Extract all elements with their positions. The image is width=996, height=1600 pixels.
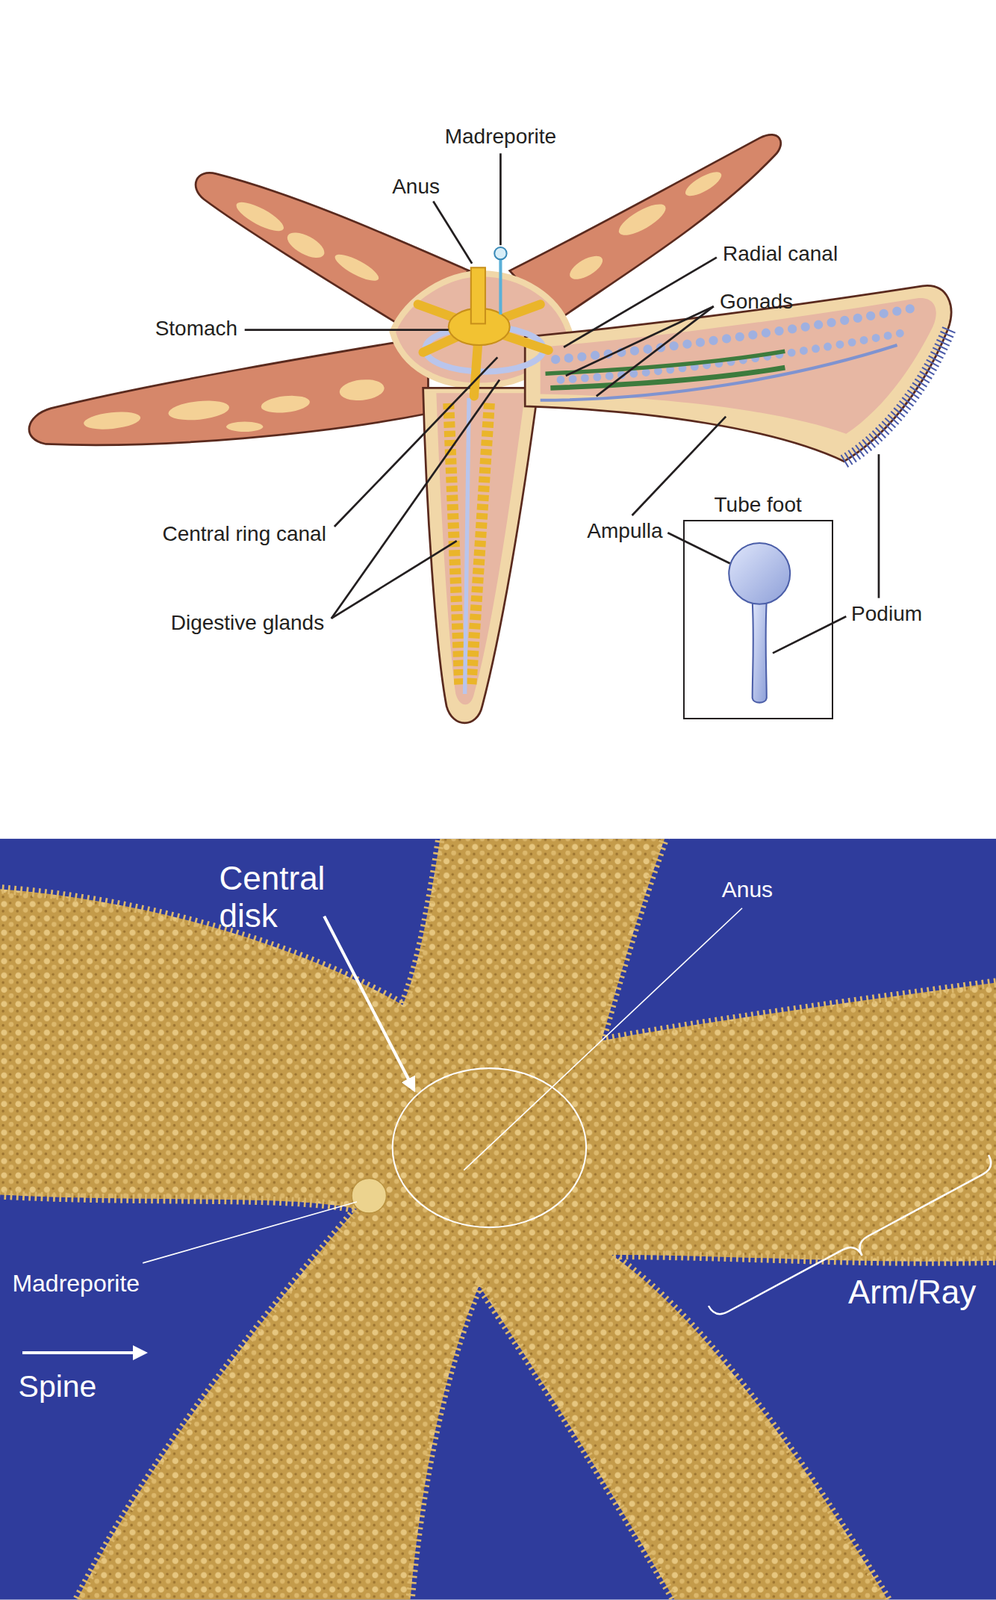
arm-interior (540, 297, 937, 434)
anus-tube (471, 267, 486, 324)
part-label: Spine (18, 1368, 98, 1404)
podium-drawing (752, 599, 767, 702)
part-label: Radial canal (722, 241, 838, 266)
part-label: Central disk (219, 859, 351, 935)
part-label: Anus (721, 875, 773, 902)
inset-title: Tube foot (714, 492, 802, 517)
madreporite-canal (498, 257, 502, 315)
leader-line (244, 153, 879, 653)
arm-interior (436, 392, 525, 705)
central-disk-ring (392, 1067, 587, 1227)
part-label: Central ring canal (162, 521, 326, 546)
madreporite-plate (494, 247, 507, 260)
gonad (545, 350, 785, 374)
starfish-photo (0, 838, 996, 1600)
ampulla-row (555, 306, 923, 360)
part-label: Gonads (719, 289, 793, 314)
arm-brace (708, 1154, 996, 1331)
part-label: Anus (391, 174, 440, 199)
leader-line (463, 907, 743, 1170)
part-label: Arm/Ray (848, 1272, 976, 1312)
arm-cutaway (423, 387, 539, 723)
inset-box: Tube foot (683, 519, 834, 719)
part-label: Ampulla (586, 518, 663, 543)
pointer-arrow (324, 916, 414, 1090)
ampulla-drawing (728, 542, 790, 605)
digestive-gland (471, 403, 490, 686)
radial-canal (465, 397, 469, 694)
part-label: Madreporite (11, 1268, 140, 1297)
part-label: Stomach (155, 316, 239, 341)
part-label: Madreporite (444, 124, 557, 149)
radial-canal (540, 344, 898, 401)
part-label: Digestive glands (170, 610, 325, 635)
leader-line (142, 1201, 357, 1263)
pointer-arrow (22, 1350, 145, 1354)
tube-feet-fringe (844, 326, 951, 461)
part-label: Podium (851, 601, 923, 626)
arm-cutaway (524, 285, 952, 461)
